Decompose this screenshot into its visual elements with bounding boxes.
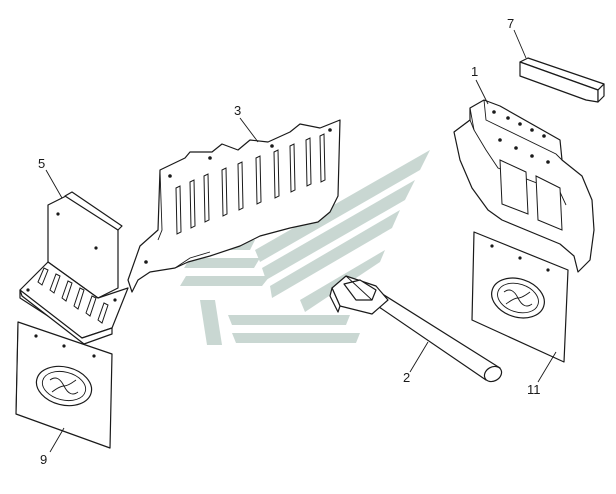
- leader-9: [49, 427, 65, 453]
- leader-lines: [45, 29, 557, 453]
- part-3-splash-guard: [127, 119, 341, 293]
- part-5-mudflap-bracket: [19, 191, 129, 345]
- leader-5: [45, 169, 63, 199]
- callout-11: 11: [527, 382, 541, 397]
- part-7-angle-strip: [519, 57, 605, 103]
- callout-5: 5: [38, 156, 45, 171]
- leader-7: [513, 29, 527, 59]
- callout-3: 3: [234, 103, 241, 118]
- callout-7: 7: [507, 16, 514, 31]
- callouts: 1 2 3 5 7 9 11: [38, 16, 541, 467]
- callout-2: 2: [403, 370, 410, 385]
- callout-9: 9: [40, 452, 47, 467]
- callout-1: 1: [471, 64, 478, 79]
- part-9-mudflap: [15, 321, 113, 449]
- part-2-tube-bracket: [329, 275, 503, 383]
- leader-1: [475, 79, 489, 105]
- leader-11: [537, 351, 557, 383]
- part-11-mudflap: [471, 231, 569, 363]
- leader-3: [239, 117, 259, 143]
- part-1-mudflap-bracket: [453, 99, 595, 273]
- leader-2: [409, 341, 429, 373]
